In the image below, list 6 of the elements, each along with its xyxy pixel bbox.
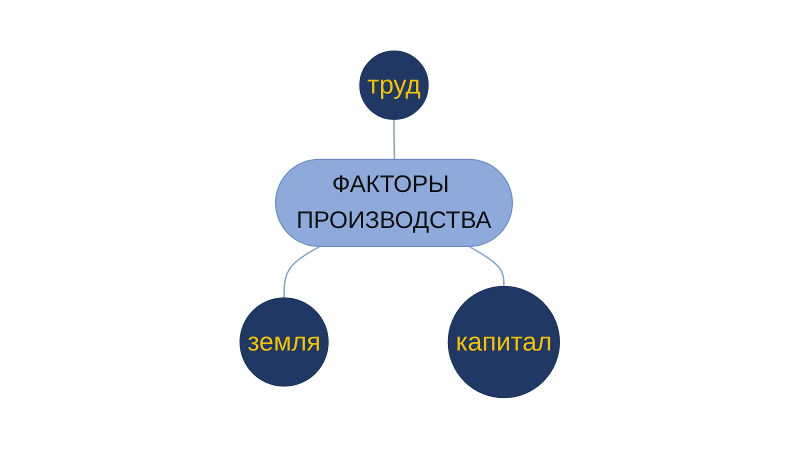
- connector: [393, 120, 396, 160]
- node-circle: капитал: [448, 286, 560, 398]
- node-circle: земля: [240, 298, 329, 387]
- node-circle: труд: [360, 50, 429, 120]
- connector: [284, 246, 320, 298]
- connector: [470, 246, 505, 287]
